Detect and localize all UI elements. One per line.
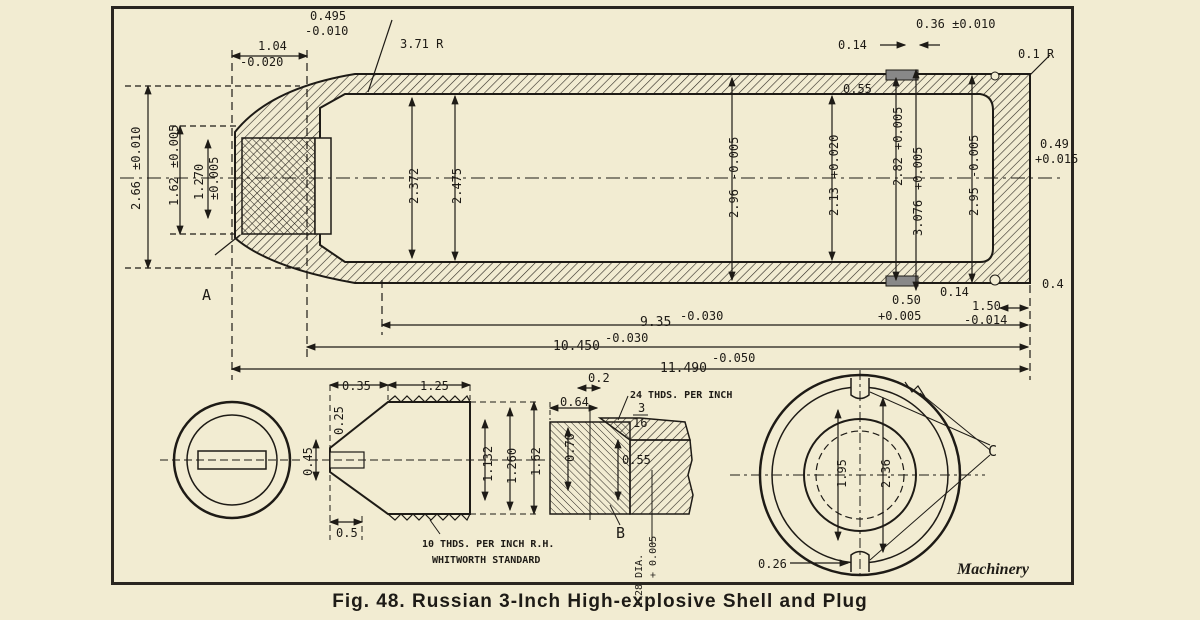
dim-282-tol: +0.005	[891, 107, 905, 150]
dim-04: 0.4	[1042, 277, 1064, 291]
detail-dia-2: + 0.005	[648, 536, 659, 578]
dim-266-tol: ±0.010	[129, 127, 143, 170]
dim-295: 2.95	[967, 187, 981, 216]
plug-dim-045: 0.45	[301, 447, 315, 476]
dim-162: 1.62	[167, 177, 181, 206]
base-dim-236: 2.36	[879, 459, 893, 488]
dim-150: 1.50	[972, 299, 1001, 313]
dim-10450-tol: -0.030	[605, 331, 648, 345]
label-b: B	[616, 524, 625, 542]
dim-049-tol: +0.015	[1035, 152, 1078, 166]
plug-end-view	[160, 400, 300, 520]
shell-base-view	[730, 370, 991, 580]
shell-dimension-lines	[125, 19, 1051, 380]
plug-dim-1260: 1.260	[505, 448, 519, 484]
dim-049: 0.49	[1040, 137, 1069, 151]
plug-dim-162: 1.62	[529, 447, 543, 476]
fuze-thread-zone	[241, 137, 316, 235]
detail-dim-055: 0.55	[622, 453, 651, 467]
dim-162-tol: ±0.005	[167, 125, 181, 168]
dim-3076: 3.076	[911, 200, 925, 236]
plug-dim-125: 1.25	[420, 379, 449, 393]
dim-1270-tol: ±0.005	[207, 157, 221, 200]
dim-3076-tol: +0.005	[911, 147, 925, 190]
thread-note-2: WHITWORTH STANDARD	[432, 555, 540, 566]
dim-150-tol: -0.014	[964, 313, 1007, 327]
detail-dim-064: 0.64	[560, 395, 589, 409]
plug-labels: 0.35 1.25 0.5 10 THDS. PER INCH R.H. WHI…	[301, 379, 554, 566]
thread-note-1: 10 THDS. PER INCH R.H.	[422, 539, 554, 550]
figure-caption: Fig. 48. Russian 3-Inch High-explosive S…	[332, 591, 868, 612]
dim-036: 0.36 ±0.010	[916, 17, 995, 31]
base-dim-195: 1.95	[835, 459, 849, 488]
shell-labels: 0.495 -0.010 1.04 -0.020 3.71 R 0.14 0.3…	[129, 9, 1078, 376]
detail-dia-1: 1.28 DIA.	[634, 554, 645, 608]
publisher-credit: Machinery	[957, 561, 1029, 578]
dim-935-tol: -0.030	[680, 309, 723, 323]
detail-frac-den: 16	[633, 416, 647, 430]
driving-band-top	[885, 69, 919, 81]
plug-dim-025: 0.25	[332, 406, 346, 435]
shell-section	[120, 69, 1060, 287]
nose-rad: 0.1 R	[1018, 47, 1055, 61]
dim-2475: 2.475	[450, 168, 464, 204]
dim-213: 2.13	[827, 187, 841, 216]
dim-014b: 0.14	[940, 285, 969, 299]
driving-band-bottom	[885, 275, 919, 287]
dim-213-tol: +0.020	[827, 135, 841, 178]
plug-dim-1132: 1.132	[481, 446, 495, 482]
dim-296-tol: -0.005	[727, 137, 741, 180]
dim-0495-tol: -0.010	[305, 24, 348, 38]
dim-11490-tol: -0.050	[712, 351, 755, 365]
dim-11490: 11.490	[660, 361, 707, 376]
label-a: A	[202, 286, 211, 304]
base-dim-026: 0.26	[758, 557, 787, 571]
dim-282: 2.82	[891, 157, 905, 186]
drawing-frame	[111, 6, 1074, 585]
plug-dim-05: 0.5	[336, 526, 358, 540]
detail-thread-note: 24 THDS. PER INCH	[630, 390, 732, 401]
detail-dim-070: 0.70	[563, 433, 577, 462]
dim-295-tol: -0.005	[967, 135, 981, 178]
detail-frac-num: 3	[638, 401, 645, 415]
dim-055: 0.55	[843, 82, 872, 96]
dim-2372: 2.372	[407, 168, 421, 204]
dim-104-tol: -0.020	[240, 55, 283, 69]
dim-104: 1.04	[258, 39, 287, 53]
base-labels: 0.26 C 1.95 2.36	[758, 442, 997, 571]
label-c: C	[988, 442, 997, 460]
dim-014a: 0.14	[838, 38, 867, 52]
dim-050-tol: +0.005	[878, 309, 921, 323]
shell-outer-wall	[234, 73, 1031, 284]
detail-dim-02: 0.2	[588, 371, 610, 385]
dim-296: 2.96	[727, 189, 741, 218]
dim-050: 0.50	[892, 293, 921, 307]
dim-1270: 1.270	[192, 164, 206, 200]
plug-side-view	[310, 381, 545, 540]
dim-266: 2.66	[129, 181, 143, 210]
thread-detail-view	[548, 384, 694, 545]
detail-labels: 0.2 24 THDS. PER INCH 0.64 3 16 0.55 B 0…	[560, 371, 732, 608]
dim-935: 9.35	[640, 315, 671, 330]
radius-label: 3.71 R	[400, 37, 444, 51]
dim-0495: 0.495	[310, 9, 346, 23]
dim-10450: 10.450	[553, 339, 600, 354]
plug-dim-035: 0.35	[342, 379, 371, 393]
